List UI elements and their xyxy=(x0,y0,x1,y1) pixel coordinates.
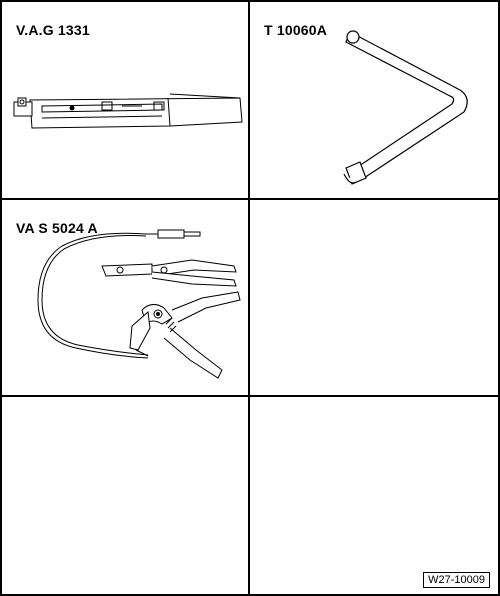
tool-cell-5 xyxy=(2,397,248,594)
frame-center-vertical xyxy=(248,0,250,596)
frame-row-divider-1 xyxy=(0,198,500,200)
tool-code-3: VA S 5024 A xyxy=(16,220,98,236)
frame-top xyxy=(0,0,500,2)
figure-reference: W27-10009 xyxy=(423,572,490,588)
bent-pin-tool-icon xyxy=(343,30,468,185)
tool-cell-2: T 10060A xyxy=(250,2,498,198)
tool-cell-4 xyxy=(250,200,498,395)
frame-row-divider-2 xyxy=(0,395,500,397)
tool-code-1: V.A.G 1331 xyxy=(16,22,90,38)
frame-left xyxy=(0,0,2,596)
tool-cell-3: VA S 5024 A xyxy=(2,200,248,395)
frame-right xyxy=(498,0,500,596)
hose-clip-pliers-icon xyxy=(37,229,241,379)
tool-code-2: T 10060A xyxy=(264,22,328,38)
torque-wrench-icon xyxy=(13,93,243,129)
frame-bottom xyxy=(0,594,500,596)
tool-cell-1: V.A.G 1331 xyxy=(2,2,248,198)
tool-cell-6 xyxy=(250,397,498,594)
